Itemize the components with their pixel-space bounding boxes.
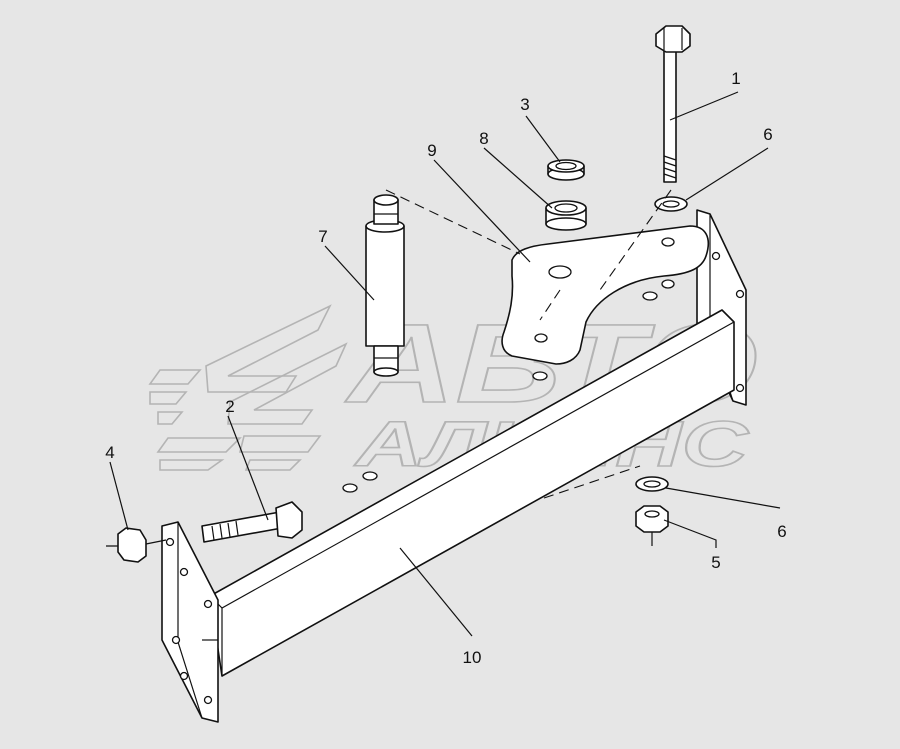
left-end-plate bbox=[161, 521, 219, 723]
callout-6-top: 6 bbox=[763, 125, 772, 144]
part-9-bracket bbox=[501, 225, 710, 365]
callout-6-bottom: 6 bbox=[777, 522, 786, 541]
pin-bottom-end bbox=[373, 367, 399, 377]
washer-hole bbox=[643, 480, 661, 488]
pin-body bbox=[365, 225, 405, 347]
leader-lines bbox=[109, 91, 781, 637]
leader-1 bbox=[669, 91, 739, 121]
part-10-frame bbox=[161, 209, 747, 723]
leader-6-bottom bbox=[665, 487, 781, 509]
plate-bolt-hole bbox=[179, 567, 189, 577]
channel-body bbox=[209, 309, 735, 677]
ring-bore bbox=[555, 161, 577, 171]
callout-3: 3 bbox=[520, 95, 529, 114]
part-7-pin bbox=[365, 194, 405, 377]
callout-1: 1 bbox=[731, 69, 740, 88]
bolt-thread bbox=[663, 155, 677, 179]
part-4-nut bbox=[117, 527, 147, 563]
dash-pin-to-bracket bbox=[385, 189, 521, 255]
pin-top-end bbox=[373, 194, 399, 206]
callout-9: 9 bbox=[427, 141, 436, 160]
part-3-ring bbox=[547, 159, 585, 181]
leader-5 bbox=[663, 519, 717, 548]
dash-bracket-to-frame bbox=[539, 289, 561, 321]
frame-hole bbox=[342, 483, 358, 493]
leader-4 bbox=[109, 461, 129, 531]
part-1-bolt-vertical bbox=[655, 25, 691, 183]
part-8-bushing bbox=[545, 200, 587, 231]
leader-6-top bbox=[685, 147, 769, 201]
leader-8 bbox=[483, 147, 553, 209]
part-6-washer-top bbox=[654, 196, 688, 212]
plate-bolt-hole bbox=[203, 695, 213, 705]
leader-9 bbox=[433, 159, 531, 263]
leader-10 bbox=[399, 547, 473, 637]
leader-7 bbox=[324, 245, 375, 301]
callout-8: 8 bbox=[479, 129, 488, 148]
axis-nut-left bbox=[106, 539, 167, 547]
callout-4: 4 bbox=[105, 443, 114, 462]
nut-bore bbox=[644, 510, 660, 518]
part-2-bolt-horizontal bbox=[201, 501, 303, 543]
frame-hole bbox=[362, 471, 378, 481]
frame-hole bbox=[642, 291, 658, 301]
bolt-head-facets bbox=[663, 28, 683, 50]
callout-labels: 1 2 3 4 5 6 6 7 8 9 10 bbox=[105, 69, 786, 667]
frame-hole bbox=[661, 279, 675, 289]
plate-bolt-hole bbox=[735, 383, 745, 393]
nut-hex bbox=[117, 527, 147, 563]
leader-3 bbox=[525, 115, 561, 163]
bolt-hex-head bbox=[275, 501, 303, 539]
plate-bolt-hole bbox=[735, 289, 745, 299]
washer-hole bbox=[662, 200, 680, 208]
dash-frame-to-washer bbox=[543, 465, 641, 499]
callout-2: 2 bbox=[225, 397, 234, 416]
bolt-thread bbox=[211, 520, 239, 541]
plate-bolt-hole bbox=[203, 599, 213, 609]
part-5-nut bbox=[635, 505, 669, 533]
leader-2 bbox=[227, 415, 269, 521]
plate-bolt-hole bbox=[165, 537, 175, 547]
bracket-pin-hole bbox=[548, 265, 572, 279]
avtoalyans-logo-icon bbox=[148, 304, 348, 471]
bushing-bottom bbox=[545, 217, 587, 231]
bracket-plate bbox=[501, 225, 710, 365]
callout-5: 5 bbox=[711, 553, 720, 572]
part-6-washer-bottom bbox=[635, 476, 669, 492]
plate-bolt-hole bbox=[179, 671, 189, 681]
nut-hex bbox=[635, 505, 669, 533]
callout-7: 7 bbox=[318, 227, 327, 246]
assembly-dash-lines bbox=[106, 189, 672, 547]
bushing-bore bbox=[554, 203, 578, 213]
bracket-hole bbox=[661, 237, 675, 247]
callout-10: 10 bbox=[463, 648, 482, 667]
plate-bolt-hole bbox=[171, 635, 181, 645]
bolt-hex-head bbox=[655, 25, 691, 53]
bracket-hole bbox=[534, 333, 548, 343]
dash-bolt-to-frame bbox=[599, 189, 672, 291]
plate-bolt-hole bbox=[711, 251, 721, 261]
frame-hole bbox=[532, 371, 548, 381]
